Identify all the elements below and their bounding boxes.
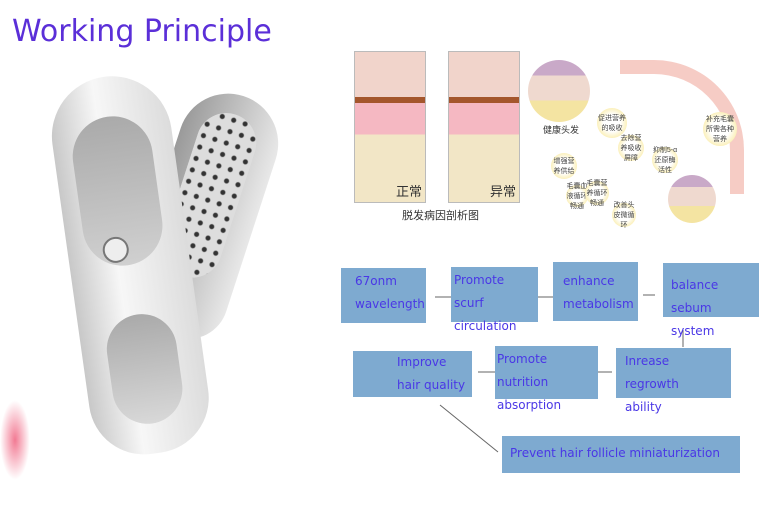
bubble: 毛囊血液循环畅通 bbox=[566, 183, 588, 210]
normal-panel: 正常 bbox=[354, 51, 426, 203]
healthy-hair-label: 健康头发 bbox=[543, 126, 580, 136]
bubble: 改善头皮微循环 bbox=[612, 202, 636, 229]
healthy-hair-circle bbox=[528, 60, 590, 122]
flow-box-follicle: Prevent hair follicle miniaturization bbox=[502, 436, 740, 473]
bubble: 补充毛囊所需各种营养 bbox=[703, 112, 737, 146]
abnormal-panel: 异常 bbox=[448, 51, 520, 203]
bubble: 增强营养供给 bbox=[551, 153, 577, 179]
bubble: 促进营养的吸收 bbox=[597, 108, 627, 138]
anatomy-caption: 脱发病因剖析图 bbox=[402, 209, 479, 222]
bubble: 去除营养吸收屏障 bbox=[618, 135, 644, 162]
bubble: 抑制5-α还原酶活性 bbox=[652, 147, 678, 174]
decor-pink bbox=[0, 400, 30, 480]
page-title: Working Principle bbox=[12, 14, 272, 49]
bubble: 毛囊营养循环畅通 bbox=[585, 180, 609, 207]
